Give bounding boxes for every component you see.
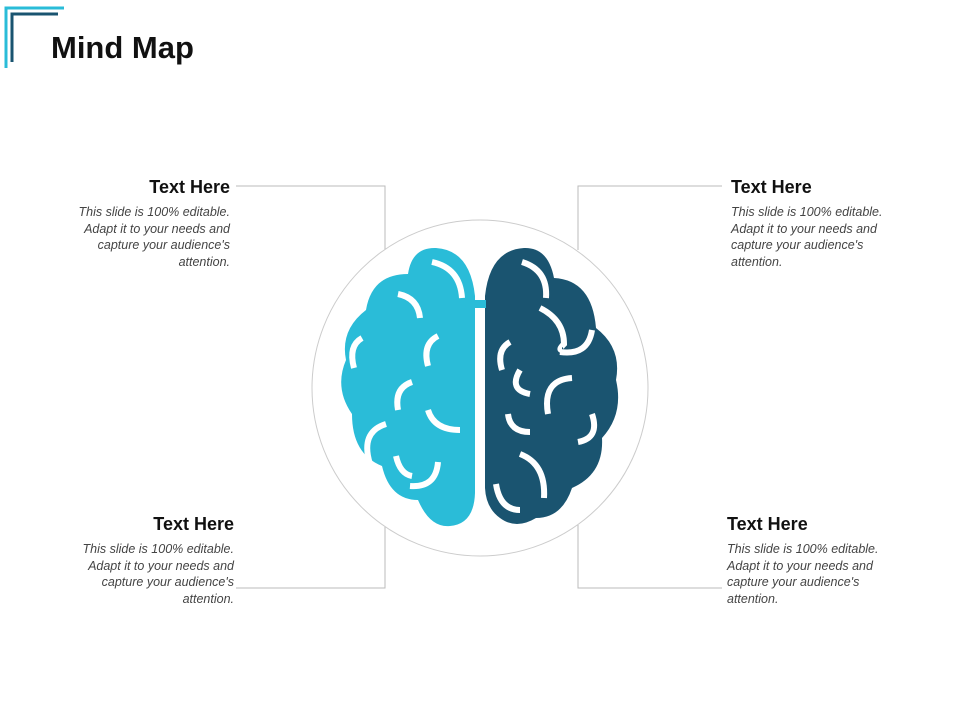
block-heading: Text Here	[727, 514, 808, 534]
connector-top-left	[236, 185, 386, 250]
block-body: This slide is 100% editable. Adapt it to…	[78, 205, 230, 269]
block-heading: Text Here	[149, 177, 230, 197]
right-gyri	[493, 259, 598, 513]
block-heading: Text Here	[153, 514, 234, 534]
block-body: This slide is 100% editable. Adapt it to…	[82, 542, 234, 606]
left-gyri	[349, 259, 465, 490]
connector-top-right	[577, 185, 722, 250]
block-body: This slide is 100% editable. Adapt it to…	[727, 542, 879, 606]
block-body: This slide is 100% editable. Adapt it to…	[731, 205, 883, 269]
text-block-bottom-left: Text Here This slide is 100% editable. A…	[54, 514, 234, 607]
connector-bottom-left	[236, 525, 386, 589]
brain-icon	[311, 219, 649, 557]
hemisphere-bridge	[474, 300, 486, 308]
hemisphere-gap	[476, 248, 484, 528]
connector-bottom-right	[577, 525, 722, 589]
text-block-top-left: Text Here This slide is 100% editable. A…	[50, 177, 230, 270]
text-block-top-right: Text Here This slide is 100% editable. A…	[731, 177, 911, 270]
corner-accent	[4, 6, 64, 68]
page-title: Mind Map	[51, 30, 194, 65]
text-block-bottom-right: Text Here This slide is 100% editable. A…	[727, 514, 907, 607]
block-heading: Text Here	[731, 177, 812, 197]
